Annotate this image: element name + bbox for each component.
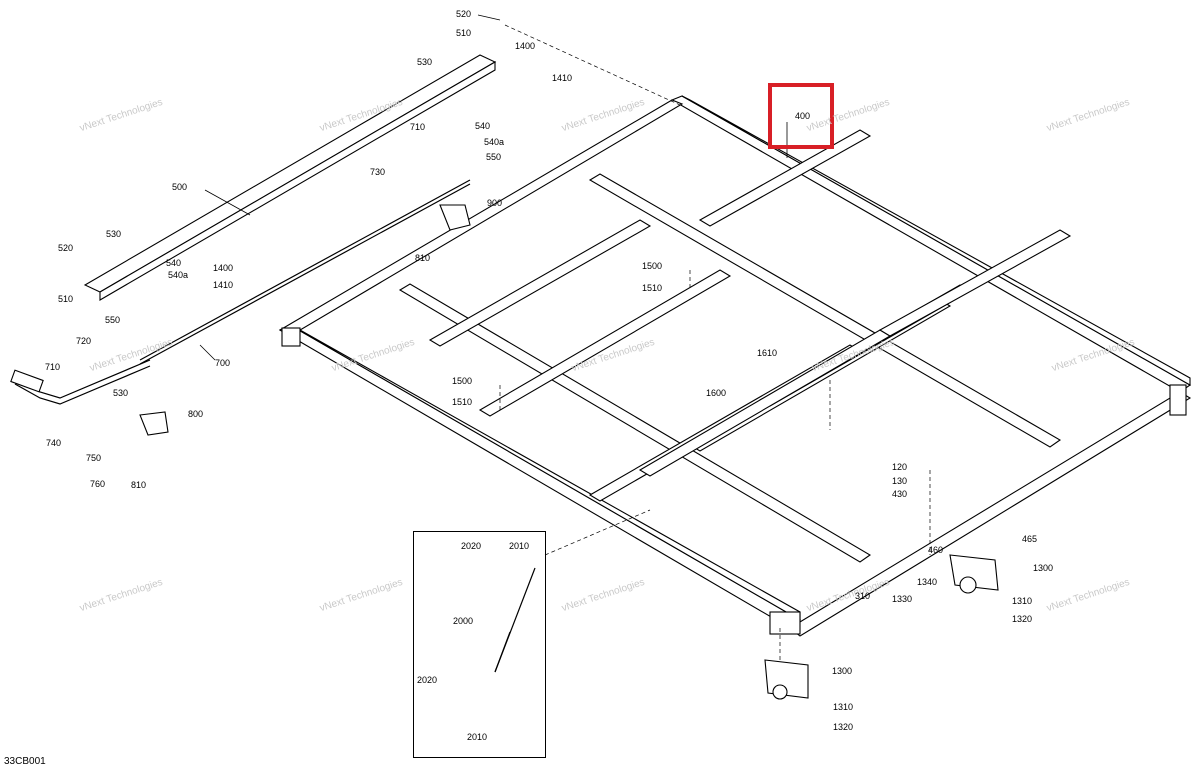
callout-label: 530 bbox=[113, 388, 129, 398]
callout-label: 1330 bbox=[892, 594, 913, 604]
callout-label: 760 bbox=[90, 479, 106, 489]
callout-label: 900 bbox=[487, 198, 503, 208]
bracket-1300-bottom bbox=[764, 659, 809, 700]
side-rail-500 bbox=[83, 54, 497, 301]
callout-label: 540 bbox=[166, 258, 182, 268]
callout-label: 120 bbox=[892, 462, 908, 472]
handle-710 bbox=[10, 359, 151, 405]
callout-label: 460 bbox=[928, 545, 944, 555]
callout-label: 1510 bbox=[642, 283, 663, 293]
callout-label: 520 bbox=[456, 9, 472, 19]
callout-label: 1320 bbox=[833, 722, 854, 732]
latch-800 bbox=[139, 411, 169, 436]
callout-label: 810 bbox=[131, 480, 147, 490]
release-rod-700 bbox=[139, 179, 471, 365]
callout-label: 1300 bbox=[1033, 563, 1054, 573]
callout-label: 540a bbox=[484, 137, 505, 147]
gas-spring-2000 bbox=[494, 567, 536, 673]
callout-label: 710 bbox=[45, 362, 61, 372]
callout-label: 530 bbox=[106, 229, 122, 239]
frame-cross-members bbox=[398, 129, 1072, 563]
callout-label: 550 bbox=[105, 315, 121, 325]
callout-label: 500 bbox=[172, 182, 188, 192]
highlight-box-400 bbox=[768, 83, 834, 149]
callout-label: 750 bbox=[86, 453, 102, 463]
callout-label: 2020 bbox=[417, 675, 438, 685]
callout-label: 700 bbox=[215, 358, 231, 368]
callout-label: 1340 bbox=[917, 577, 938, 587]
callout-label: 1600 bbox=[706, 388, 727, 398]
latch-900 bbox=[439, 204, 471, 231]
figure-id: 33CB001 bbox=[4, 756, 46, 767]
callout-label: 130 bbox=[892, 476, 908, 486]
inset-gas-spring bbox=[413, 531, 546, 758]
bracket-1300-right bbox=[949, 554, 999, 594]
callout-label: 1320 bbox=[1012, 614, 1033, 624]
callout-label: 2020 bbox=[461, 541, 482, 551]
callout-label: 740 bbox=[46, 438, 62, 448]
callout-label: 810 bbox=[415, 253, 431, 263]
callout-label: 710 bbox=[410, 122, 426, 132]
callout-label: 800 bbox=[188, 409, 204, 419]
callout-label: 1500 bbox=[642, 261, 663, 271]
callout-label: 1510 bbox=[452, 397, 473, 407]
callout-label: 730 bbox=[370, 167, 386, 177]
callout-label: 2000 bbox=[453, 616, 474, 626]
callout-label: 430 bbox=[892, 489, 908, 499]
callout-label: 510 bbox=[58, 294, 74, 304]
callout-label: 310 bbox=[855, 591, 871, 601]
callout-label: 1400 bbox=[515, 41, 536, 51]
callout-400: 400 bbox=[795, 111, 811, 121]
callout-label: 530 bbox=[417, 57, 433, 67]
leader-lines bbox=[499, 24, 931, 660]
callout-label: 1500 bbox=[452, 376, 473, 386]
callout-label: 2010 bbox=[509, 541, 530, 551]
callout-label: 550 bbox=[486, 152, 502, 162]
callout-label: 1410 bbox=[552, 73, 573, 83]
callout-label: 465 bbox=[1022, 534, 1038, 544]
callout-label: 510 bbox=[456, 28, 472, 38]
callout-label: 2010 bbox=[467, 732, 488, 742]
callout-label: 1400 bbox=[213, 263, 234, 273]
callout-label: 540 bbox=[475, 121, 491, 131]
callout-leaders bbox=[199, 14, 788, 361]
callout-label: 520 bbox=[58, 243, 74, 253]
callout-label: 1300 bbox=[832, 666, 853, 676]
callout-label: 540a bbox=[168, 270, 189, 280]
frame-end-caps bbox=[281, 327, 1187, 635]
callout-label: 720 bbox=[76, 336, 92, 346]
callout-label: 1310 bbox=[833, 702, 854, 712]
callout-label: 1310 bbox=[1012, 596, 1033, 606]
callout-label: 1610 bbox=[757, 348, 778, 358]
callout-label: 1410 bbox=[213, 280, 234, 290]
